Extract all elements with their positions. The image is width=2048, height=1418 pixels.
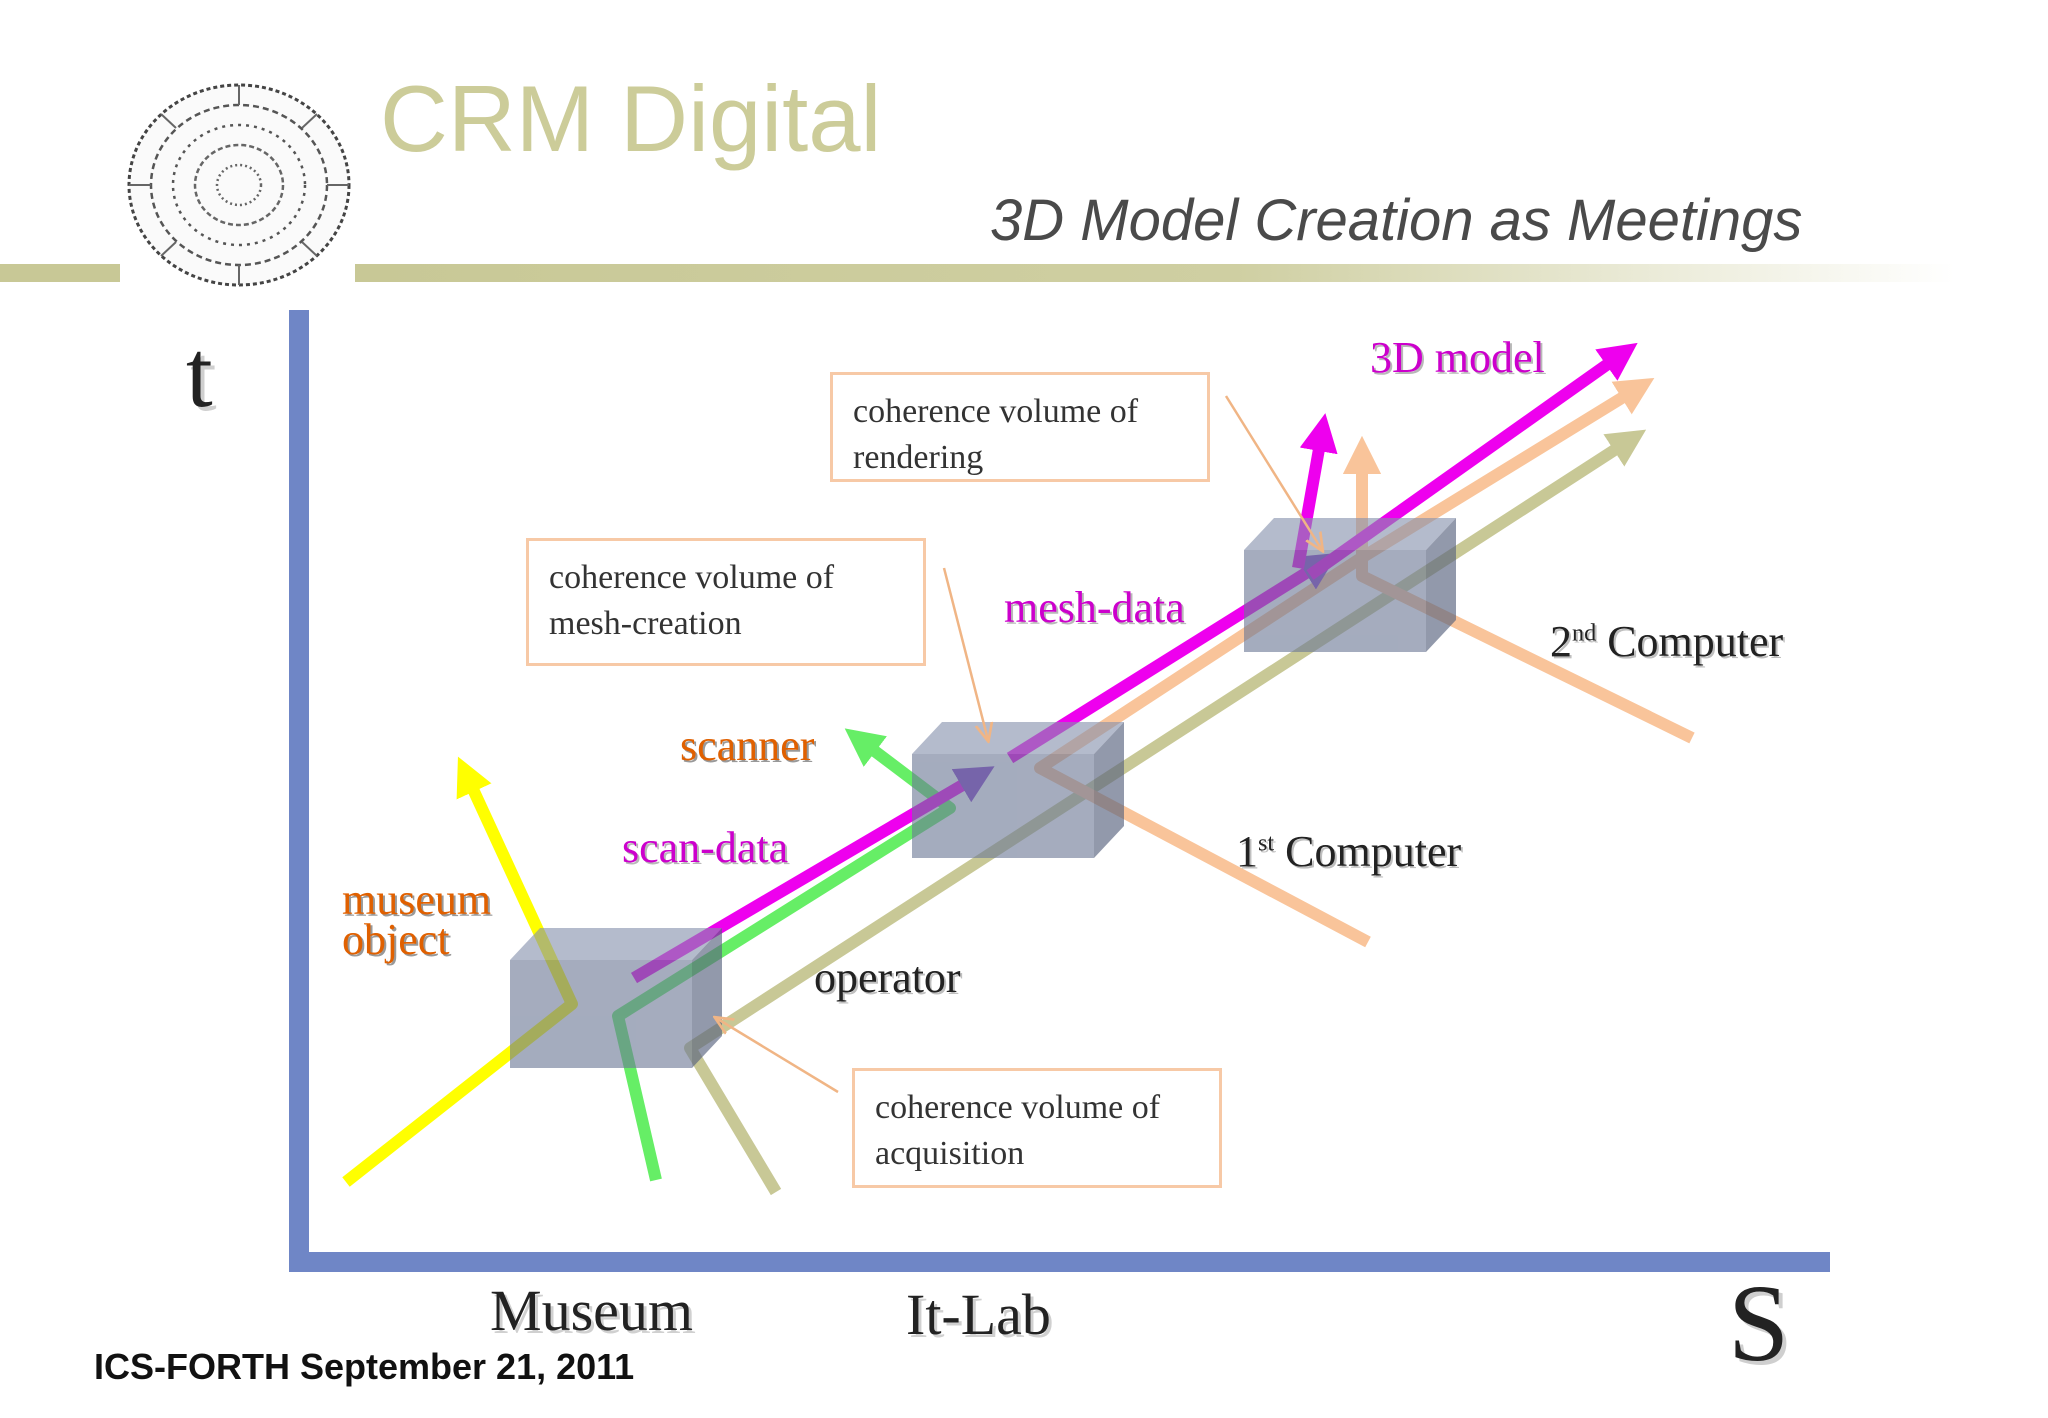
mesh-creation-callout: coherence volume of mesh-creation — [526, 538, 926, 666]
footer-text: ICS-FORTH September 21, 2011 — [94, 1346, 635, 1387]
first-computer-label: 1st Computer — [1236, 830, 1461, 874]
museum-object-label: museum object — [342, 875, 492, 964]
mesh-creation-volume — [912, 722, 1124, 858]
model-3d-label: 3D model — [1370, 333, 1545, 382]
scanner-line — [612, 728, 956, 1182]
museum-object-label-line1: museum — [342, 875, 492, 924]
rendering-callout-line1: coherence volume of — [853, 393, 1139, 430]
acquisition-callout-line2: acquisition — [875, 1134, 1025, 1172]
t-axis-label: t — [186, 320, 213, 427]
second-computer-label: 2nd Computer — [1550, 620, 1783, 664]
mesh-creation-callout-line1: coherence volume of — [549, 559, 835, 596]
first-computer-text: Computer — [1285, 827, 1462, 876]
operator-label: operator — [814, 953, 961, 1002]
phaistos-disc-logo-icon — [127, 83, 351, 287]
scan-data-label: scan-data — [622, 823, 789, 872]
mesh-creation-pointer — [942, 567, 988, 740]
mesh-data-label: mesh-data — [1004, 583, 1185, 632]
second-computer-ordinal: nd — [1572, 619, 1597, 647]
header-divider-right — [355, 264, 1955, 282]
first-computer-number: 1 — [1236, 827, 1258, 876]
slide-title: CRM Digital — [380, 66, 882, 171]
second-computer-text: Computer — [1607, 617, 1784, 666]
acquisition-volume — [510, 928, 722, 1068]
scanner-label: scanner — [680, 721, 815, 770]
first-computer-ordinal: st — [1258, 829, 1275, 857]
acquisition-callout: coherence volume of acquisition — [852, 1068, 1222, 1188]
rendering-pointer — [1224, 395, 1322, 550]
second-computer-number: 2 — [1550, 617, 1572, 666]
header-divider-left — [0, 264, 120, 282]
location-itlab-label: It-Lab — [906, 1282, 1051, 1347]
first-computer-line — [1034, 377, 1655, 948]
acquisition-callout-line1: coherence volume of — [875, 1089, 1161, 1126]
slide-subtitle: 3D Model Creation as Meetings — [990, 188, 1803, 253]
mesh-creation-callout-line2: mesh-creation — [549, 604, 742, 642]
museum-object-label-line2: object — [342, 914, 450, 964]
rendering-volume — [1244, 518, 1456, 652]
acquisition-pointer — [716, 1018, 839, 1094]
rendering-callout-line2: rendering — [853, 438, 984, 476]
location-museum-label: Museum — [490, 1278, 693, 1343]
rendering-callout: coherence volume of rendering — [830, 372, 1210, 482]
s-axis-label: S — [1728, 1262, 1790, 1384]
